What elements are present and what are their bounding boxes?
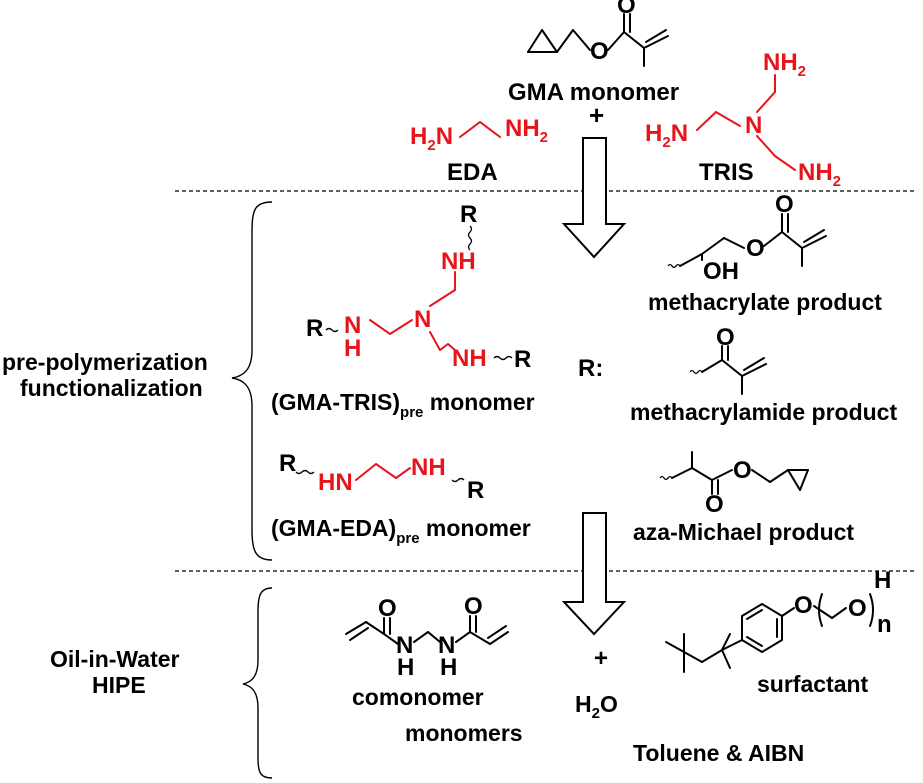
methacrylate-structure: OH O O — [667, 191, 827, 285]
comonomer-o-right: O — [464, 593, 483, 620]
tris-nh-left: N — [344, 312, 361, 339]
eda-label: EDA — [447, 159, 498, 186]
tris-r-left: R — [306, 315, 323, 342]
tris-bottom-amine: NH2 — [798, 159, 841, 190]
tris-r-right: R — [514, 346, 531, 373]
tris-top-amine: NH2 — [763, 49, 806, 80]
gma-monomer-label: GMA monomer — [508, 79, 679, 106]
comonomer-label: comonomer — [352, 684, 484, 710]
aza-ether-o: O — [733, 457, 752, 484]
methacrylate-product-label: methacrylate product — [648, 289, 882, 315]
r-substituent-label: R: — [578, 355, 603, 382]
gma-structure: O O — [527, 0, 669, 67]
monomers-label: monomers — [405, 720, 523, 746]
tris-nh-top: NH — [441, 248, 476, 275]
gma-carbonyl-o: O — [617, 0, 636, 19]
surfactant-h: H — [874, 567, 891, 594]
gma-tris-structure: R NH N N H R NH R — [306, 201, 531, 373]
surfactant-structure: O O H n — [665, 567, 892, 673]
section-hipe-line1: Oil-in-Water — [50, 646, 180, 672]
section-prepolymerization-line2: functionalization — [20, 375, 203, 401]
methacrylamide-o: O — [716, 324, 735, 351]
gma-eda-structure: R HN NH R — [279, 450, 484, 504]
aza-michael-structure: O O — [659, 451, 809, 518]
eda-hn: HN — [318, 469, 353, 496]
methacrylamide-structure: O — [689, 324, 767, 395]
tris-left-amine: H2N — [645, 120, 688, 151]
gma-tris-label: (GMA-TRIS)pre monomer — [271, 389, 535, 421]
methacrylamide-product-label: methacrylamide product — [630, 399, 897, 425]
aza-michael-product-label: aza-Michael product — [633, 519, 854, 545]
eda-structure: H2N NH2 — [410, 115, 548, 154]
section-hipe-line2: HIPE — [92, 672, 146, 698]
tris-label: TRIS — [699, 159, 754, 186]
toluene-aibn-label: Toluene & AIBN — [633, 740, 804, 766]
tris-nh-right: NH — [452, 345, 487, 372]
tris-h-left: H — [344, 335, 361, 362]
comonomer-h-right: H — [440, 654, 457, 681]
eda-r-left: R — [279, 450, 296, 477]
brace-hipe — [242, 587, 273, 779]
arrow-down-2 — [561, 512, 627, 636]
tris-center-n2: N — [414, 306, 431, 333]
gma-eda-label: (GMA-EDA)pre monomer — [271, 515, 531, 547]
aza-carbonyl-o: O — [705, 491, 724, 518]
surfactant-o1: O — [794, 592, 813, 619]
tris-r-top: R — [460, 201, 477, 228]
comonomer-n-left: N — [396, 632, 413, 659]
surfactant-label: surfactant — [757, 671, 869, 697]
surfactant-n: n — [877, 611, 892, 638]
tris-center-n: N — [745, 112, 762, 139]
eda-left-amine: H2N — [410, 123, 453, 154]
eda-right-amine: NH2 — [505, 115, 548, 146]
eda-nh: NH — [411, 454, 446, 481]
arrow-down-1 — [561, 137, 627, 259]
methacrylate-carbonyl-o: O — [775, 191, 794, 218]
comonomer-h-left: H — [397, 654, 414, 681]
comonomer-o-left: O — [378, 595, 397, 622]
surfactant-o2: O — [848, 595, 867, 622]
water-label: H2O — [575, 691, 618, 722]
brace-prepolymerization — [231, 201, 273, 561]
tris-structure: H2N N NH2 NH2 — [645, 49, 841, 190]
comonomer-structure: O N H N H O — [345, 593, 509, 681]
methacrylate-ether-o: O — [746, 235, 765, 262]
plus-bottom: + — [594, 645, 608, 672]
gma-ether-o: O — [590, 38, 609, 65]
plus-top: + — [589, 100, 604, 130]
eda-r-right: R — [467, 477, 484, 504]
section-prepolymerization-line1: pre-polymerization — [2, 349, 208, 375]
methacrylate-oh: OH — [703, 258, 739, 285]
comonomer-n-right: N — [438, 632, 455, 659]
